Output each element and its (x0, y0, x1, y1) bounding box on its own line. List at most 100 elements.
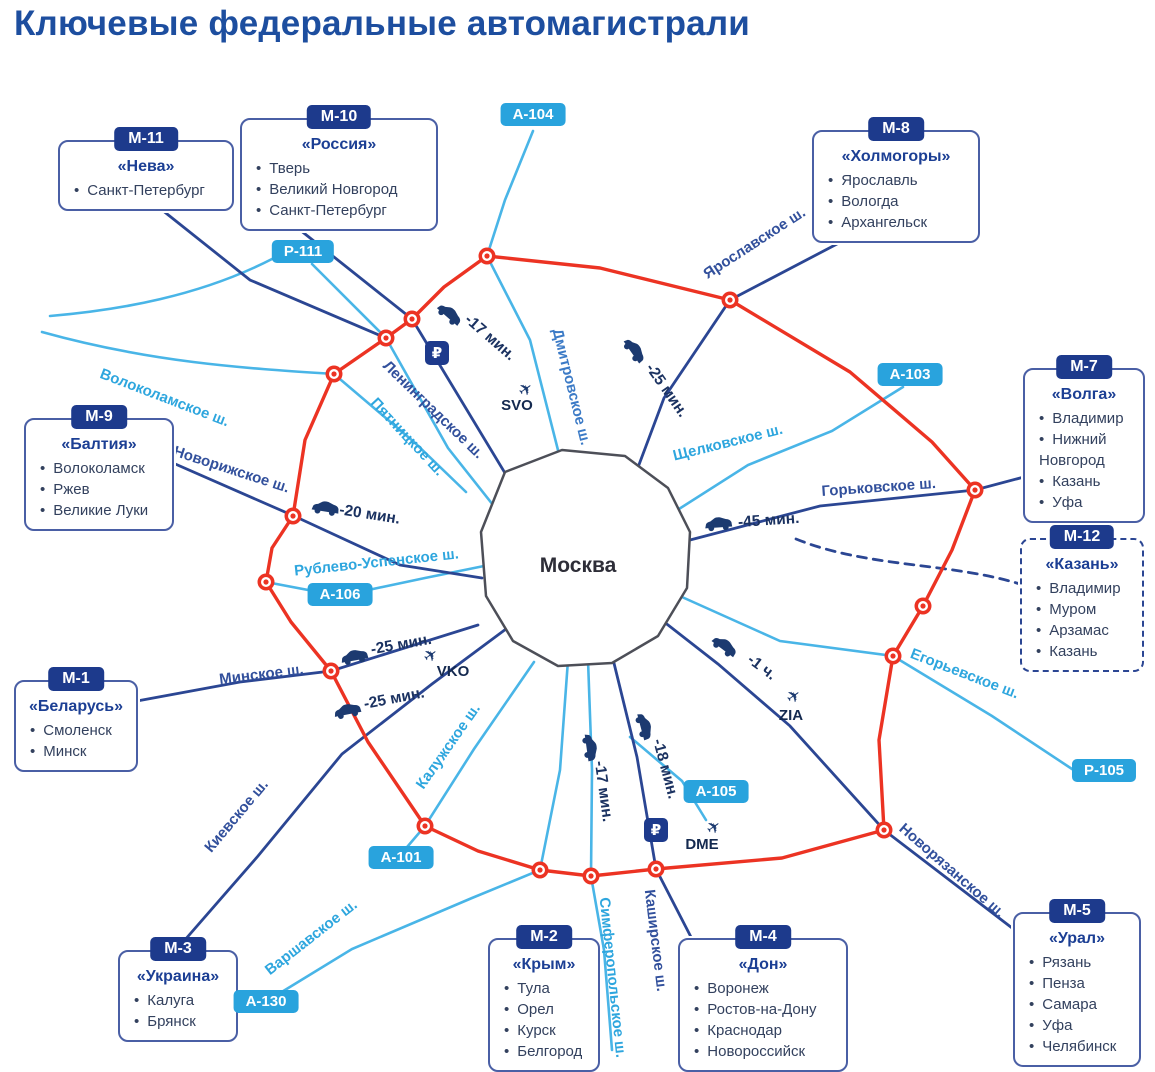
highway-city: Владимир (1036, 578, 1132, 599)
highway-card-m3: М-3 «Украина» Калуга Брянск (118, 937, 238, 1042)
highway-card-m12: М-12 «Казань» Владимир Муром Арзамас Каз… (1020, 525, 1144, 672)
highway-city: Орел (504, 999, 588, 1020)
road-label-leningradskoe: Ленинградское ш. (379, 357, 487, 462)
mkad-junction-icon (531, 861, 549, 879)
highway-city: Курск (504, 1020, 588, 1041)
page-title: Ключевые федеральные автомагистрали (14, 4, 750, 43)
highway-city: Калуга (134, 990, 226, 1011)
highway-city: Рязань (1029, 952, 1129, 973)
highway-badge-m8: М-8 (868, 117, 924, 141)
mkad-junction-icon (875, 821, 893, 839)
mkad-junction-icon (416, 817, 434, 835)
travel-time-simferopol: -17 мин. (591, 760, 616, 823)
road-shchelkovskoe (666, 385, 905, 518)
road-yaroslavskoe (635, 231, 860, 472)
mkad-junction-icon (325, 365, 343, 383)
road-label-kievskoe: Киевское ш. (201, 776, 272, 856)
road-gorkovskoe (688, 475, 1026, 542)
highway-badge-m1: М-1 (48, 667, 104, 691)
highway-name: «Волга» (1051, 386, 1117, 403)
travel-time-kashir: -18 мин. (649, 737, 681, 801)
highway-city: Смоленск (30, 720, 126, 741)
road-kievskoe (175, 627, 508, 951)
road-label-rublevo: Рублево-Успенское ш. (293, 545, 459, 579)
mkad-junction-icon (257, 573, 275, 591)
car-icon (581, 733, 599, 762)
highway-name: «Урал» (1049, 930, 1105, 947)
highway-city: Пенза (1029, 973, 1129, 994)
highway-badge-m3: М-3 (150, 937, 206, 961)
highway-badge-m12: М-12 (1049, 525, 1115, 549)
highway-city: Санкт-Петербург (74, 180, 222, 201)
highway-city: Архангельск (828, 212, 968, 233)
highway-card-m9: М-9 «Балтия» Волоколамск Ржев Великие Лу… (24, 405, 174, 531)
road-label-simferopolskoe: Симферопольское ш. (596, 897, 630, 1059)
highway-city: Казань (1036, 641, 1132, 662)
highway-city: Тула (504, 978, 588, 999)
highway-name: «Балтия» (61, 436, 137, 453)
highway-card-m10: М-10 «Россия» Тверь Великий Новгород Сан… (240, 105, 438, 231)
secondary-roads-group (40, 129, 1074, 1052)
highway-name: «Крым» (512, 956, 576, 973)
road-badge-a101: А-101 (368, 846, 434, 869)
highway-badge-m5: М-5 (1049, 899, 1105, 923)
highway-city: Нижний Новгород (1039, 429, 1133, 471)
highway-city: Новороссийск (694, 1041, 836, 1062)
highway-city: Санкт-Петербург (256, 200, 426, 221)
airport-label-zia: ZIA (779, 707, 803, 724)
highway-city: Волоколамск (40, 458, 162, 479)
mkad-junction-icon (322, 662, 340, 680)
road-varshavskoe (265, 658, 570, 1003)
highway-badge-m10: М-10 (306, 105, 372, 129)
mkad-junction-icon (966, 481, 984, 499)
highway-city: Краснодар (694, 1020, 836, 1041)
road-m12-planned (794, 537, 1022, 586)
road-label-kaluzhskoe: Калужское ш. (413, 701, 484, 793)
mkad-junction-icon (403, 310, 421, 328)
travel-time-novorizh: -20 мин. (338, 501, 401, 527)
airport-label-vko: VKO (437, 663, 470, 680)
highway-badge-m9: М-9 (71, 405, 127, 429)
highway-card-m7: М-7 «Волга» Владимир Нижний Новгород Каз… (1023, 355, 1145, 523)
ruble-toll-icon (644, 818, 668, 842)
mkad-junction-icon (377, 329, 395, 347)
ruble-toll-icon (425, 341, 449, 365)
road-label-minskoe: Минское ш. (218, 661, 304, 688)
highway-card-m11: М-11 «Нева» Санкт-Петербург (58, 127, 234, 211)
highway-city: Ростов-на-Дону (694, 999, 836, 1020)
ruble-sign: ₽ (651, 822, 661, 839)
road-rublevo (264, 564, 486, 598)
airport-label-svo: SVO (501, 397, 533, 414)
road-badge-p111: Р-111 (271, 240, 335, 263)
highway-city: Владимир (1039, 408, 1133, 429)
highway-badge-m7: М-7 (1056, 355, 1112, 379)
mkad-junction-icon (582, 867, 600, 885)
highway-badge-m4: М-4 (735, 925, 791, 949)
car-icon (621, 335, 648, 366)
road-p111 (48, 257, 274, 318)
highway-city: Великие Луки (40, 500, 162, 521)
mkad-junction-icon (478, 247, 496, 265)
mkad-junction-icon (884, 647, 902, 665)
highway-name: «Дон» (738, 956, 788, 973)
highway-name: «Казань» (1045, 556, 1119, 573)
highway-card-m1: М-1 «Беларусь» Смоленск Минск (14, 667, 138, 772)
road-label-kashirskoe: Каширское ш. (641, 889, 670, 993)
car-icon (434, 300, 464, 329)
road-badge-a103: А-103 (877, 363, 943, 386)
road-m11-link (150, 200, 388, 340)
road-novorizhskoe (171, 461, 484, 580)
highway-city: Минск (30, 741, 126, 762)
road-label-varshavskoe: Варшавское ш. (262, 896, 361, 978)
highway-city: Ржев (40, 479, 162, 500)
highway-city: Самара (1029, 994, 1129, 1015)
travel-time-gorkov: -45 мин. (737, 510, 799, 531)
highway-badge-m11: М-11 (114, 127, 178, 151)
plane-icon: ✈ (783, 685, 806, 709)
highway-city: Брянск (134, 1011, 226, 1032)
mkad-junction-icon (284, 507, 302, 525)
highway-name: «Холмогоры» (841, 148, 951, 165)
highway-card-m4: М-4 «Дон» Воронеж Ростов-на-Дону Краснод… (678, 925, 848, 1072)
road-badge-a104: А-104 (500, 103, 566, 126)
road-label-egoryevskoe: Егорьевское ш. (908, 645, 1021, 702)
